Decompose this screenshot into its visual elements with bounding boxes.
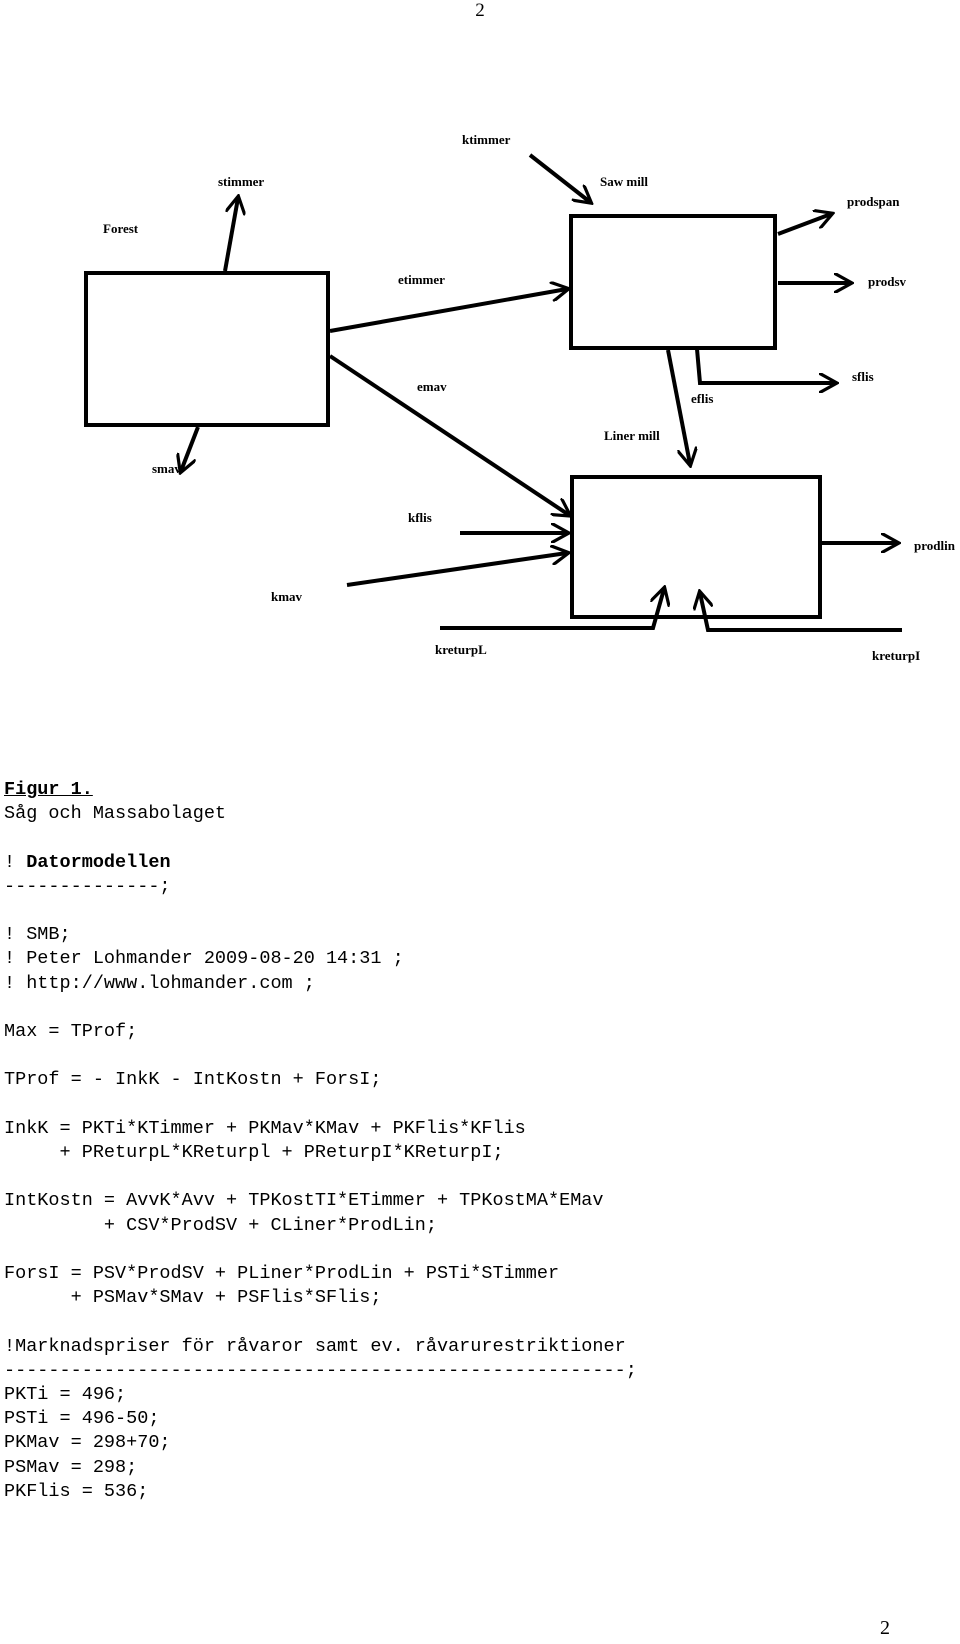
intkostn-line-1: IntKostn = AvvK*Avv + TPKostTI*ETimmer +… [4, 1190, 604, 1212]
comment-author: ! Peter Lohmander 2009-08-20 14:31 ; [4, 948, 404, 970]
pkti-line: PKTi = 496; [4, 1384, 127, 1406]
psmav-line: PSMav = 298; [4, 1456, 138, 1478]
tprof-line: TProf = - InkK - IntKostn + ForsI; [4, 1069, 382, 1091]
figure-title: Figur 1. [4, 779, 93, 800]
label-kreturpI: kreturpI [872, 648, 920, 663]
arrow-ktimmer [528, 153, 590, 202]
label-etimmer: etimmer [398, 272, 445, 287]
arrow-kreturpI [700, 593, 902, 632]
arrow-kreturpL [440, 589, 664, 630]
arrow-prodspan [777, 214, 831, 236]
label-emav: emav [417, 379, 447, 394]
comment-url: ! http://www.lohmander.com ; [4, 972, 315, 994]
flow-diagram: Forest stimmer etimmer emav smav ktimmer… [84, 132, 956, 663]
page-number-top: 2 [475, 0, 485, 21]
label-eflis: eflis [691, 391, 713, 406]
inkk-line-2: + PReturpL*KReturpl + PReturpI*KReturpI; [4, 1142, 504, 1164]
arrow-kmav [346, 553, 567, 587]
arrow-sflis [695, 348, 835, 383]
model-listing: Figur 1. Såg och Massabolaget ! Datormod… [4, 778, 637, 1504]
label-stimmer: stimmer [218, 174, 264, 189]
liner-mill-box [570, 475, 822, 619]
page-number-bottom: 2 [880, 1617, 890, 1639]
label-sflis: sflis [852, 369, 874, 384]
label-kflis: kflis [408, 510, 432, 525]
forsi-line-2: + PSMav*SMav + PSFlis*SFlis; [4, 1287, 382, 1309]
objective-line: Max = TProf; [4, 1021, 138, 1043]
model-heading: Datormodellen [26, 851, 171, 873]
label-prodsv: prodsv [868, 274, 907, 289]
label-liner-mill: Liner mill [604, 428, 660, 443]
arrow-emav [328, 354, 569, 515]
model-heading-rule: --------------; [4, 875, 171, 897]
inkk-line-1: InkK = PKTi*KTimmer + PKMav*KMav + PKFli… [4, 1117, 526, 1139]
prices-heading: !Marknadspriser för råvaror samt ev. råv… [4, 1335, 626, 1357]
prices-rule: ----------------------------------------… [4, 1359, 637, 1381]
forsi-line-1: ForsI = PSV*ProdSV + PLiner*ProdLin + PS… [4, 1263, 560, 1285]
comment-smb: ! SMB; [4, 924, 71, 946]
label-forest: Forest [103, 221, 139, 236]
arrow-stimmer [223, 198, 238, 272]
label-prodspan: prodspan [847, 194, 900, 209]
arrow-smav [181, 426, 200, 471]
label-kmav: kmav [271, 589, 303, 604]
forest-box [84, 271, 330, 427]
label-prodlin: prodlin [914, 538, 956, 553]
label-smav: smav [152, 461, 181, 476]
arrow-etimmer [329, 289, 567, 333]
intkostn-line-2: + CSV*ProdSV + CLiner*ProdLin; [4, 1214, 437, 1236]
pkmav-line: PKMav = 298+70; [4, 1432, 171, 1454]
label-saw-mill: Saw mill [600, 174, 648, 189]
arrow-eflis [666, 349, 690, 464]
label-ktimmer: ktimmer [462, 132, 511, 147]
model-heading-prefix: ! [4, 851, 27, 873]
figure-caption: Såg och Massabolaget [4, 803, 227, 825]
label-kreturpL: kreturpL [435, 642, 487, 657]
pkflis-line: PKFlis = 536; [4, 1480, 149, 1502]
psti-line: PSTi = 496-50; [4, 1408, 160, 1430]
saw-mill-box [569, 214, 777, 350]
